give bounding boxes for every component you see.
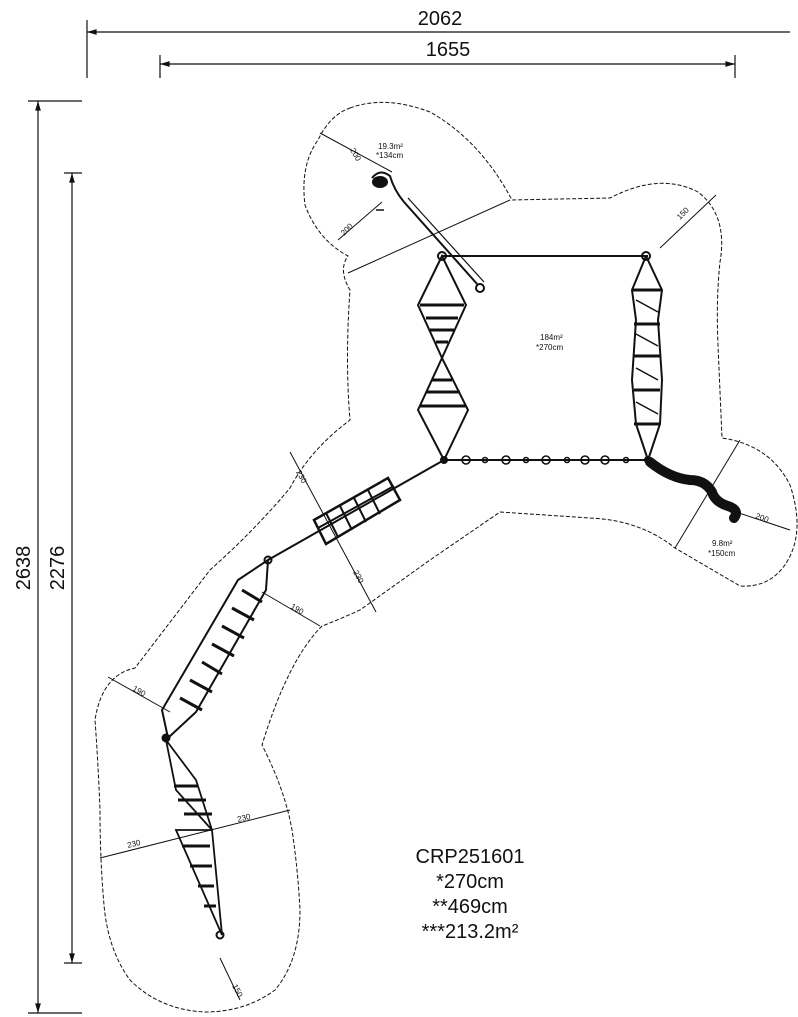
zone-lower-edge-1: 190 xyxy=(289,602,306,617)
zone-main-area: 184m² xyxy=(540,333,563,342)
zone-top-right-edge: 150 xyxy=(675,205,691,221)
product-info: CRP251601 *270cm **469cm ***213.2m² xyxy=(380,845,560,945)
tunnel-element xyxy=(645,457,741,523)
right-ladder-net xyxy=(630,255,664,461)
dimension-outer-height xyxy=(28,100,82,1014)
outer-width-label: 2062 xyxy=(418,8,463,30)
bottom-diamond-net xyxy=(165,739,225,940)
outer-height-label: 2638 xyxy=(13,546,35,591)
zone-right-edge: 200 xyxy=(754,511,770,524)
product-height-1: *270cm xyxy=(436,871,504,893)
upper-ladder-bridge xyxy=(263,459,445,565)
zone-lower-edge-2: 190 xyxy=(131,684,148,699)
main-frame xyxy=(437,251,652,465)
zone-top-left-edge-b: 200 xyxy=(339,221,355,237)
left-diamond-net xyxy=(416,253,470,463)
zone-right-height: *150cm xyxy=(708,549,735,558)
inner-width-label: 1655 xyxy=(426,39,471,61)
inner-height-label: 2276 xyxy=(47,546,69,591)
dimension-inner-height xyxy=(64,172,82,964)
zone-bottom-edge-2: 230 xyxy=(236,812,252,824)
zone-top-left-area: 19.3m² xyxy=(378,142,403,151)
product-area: ***213.2m² xyxy=(421,921,519,943)
dimension-outer-width xyxy=(86,20,790,78)
zone-top-left-edge-a: 200 xyxy=(348,147,363,164)
zone-top-left-height: *134cm xyxy=(376,151,403,160)
zone-bottom-tip: 150 xyxy=(230,983,244,999)
zone-main-height: *270cm xyxy=(536,343,563,352)
product-code: CRP251601 xyxy=(415,846,525,868)
zone-bottom-edge-1: 230 xyxy=(126,838,142,850)
zone-middle-edge-2: 230 xyxy=(351,569,365,585)
lower-ladder-bridge xyxy=(160,558,270,743)
swing-element xyxy=(371,171,485,293)
product-height-2: **469cm xyxy=(432,896,508,918)
safety-zone-outline xyxy=(94,101,798,1013)
zone-right-area: 9.8m² xyxy=(712,539,733,548)
dimension-inner-width xyxy=(159,55,736,78)
